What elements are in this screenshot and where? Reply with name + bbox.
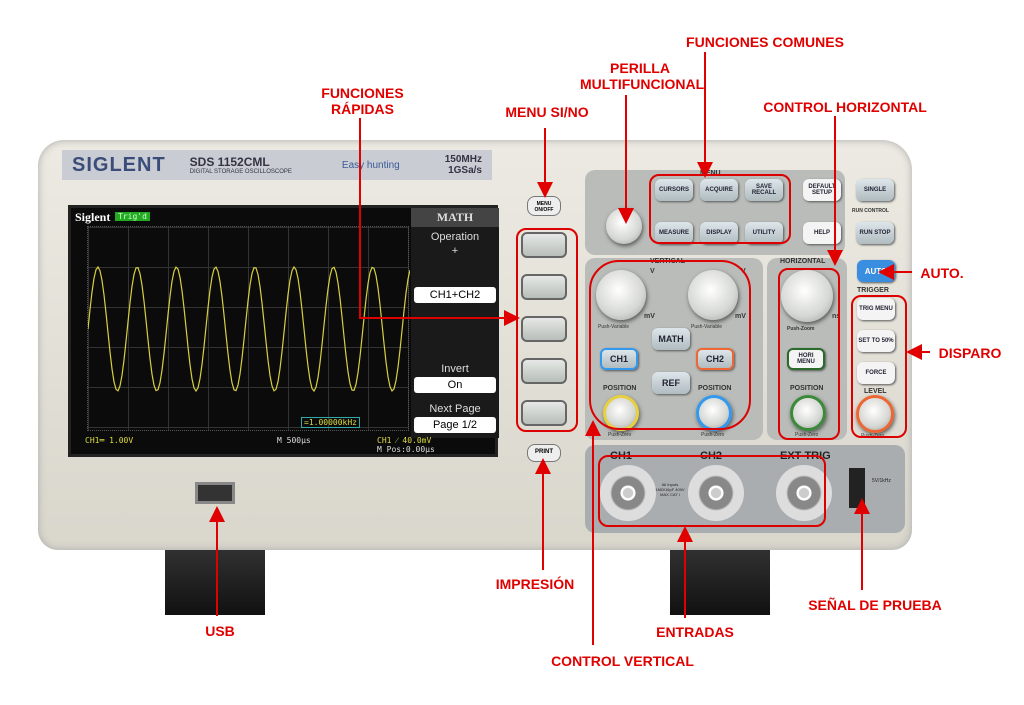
run-control-label: RUN CONTROL (852, 208, 889, 214)
label-impresion: IMPRESIÓN (495, 576, 575, 592)
invert-value[interactable]: On (414, 377, 496, 393)
ext-trig-bnc-connector[interactable] (776, 465, 832, 521)
measure-button[interactable]: MEASURE (655, 222, 693, 244)
arrow-funciones-rapidas (359, 118, 520, 326)
usb-port[interactable] (195, 482, 235, 504)
display-button[interactable]: DISPLAY (700, 222, 738, 244)
softkey-2[interactable] (521, 274, 567, 300)
invert-label: Invert (441, 363, 469, 375)
trigger-label: TRIGGER (857, 287, 889, 294)
softkey-1[interactable] (521, 232, 567, 258)
ch1-button[interactable]: CH1 (600, 348, 638, 370)
screen: Siglent Trig'd =1.00000kHz MATH Operatio… (68, 205, 499, 457)
trig-menu-button[interactable]: TRIG MENU (857, 298, 895, 320)
push-zoom-label: Push-Zoom (787, 326, 815, 332)
math-button[interactable]: MATH (652, 328, 690, 350)
math-menu: MATH Operation + CH1+CH2 Invert On Next … (411, 208, 499, 438)
label-funciones-comunes: FUNCIONES COMUNES (686, 34, 844, 50)
ch1-push-zero-label: Push-Zero (608, 432, 632, 438)
label-perilla: PERILLA MULTIFUNCIONAL (580, 60, 705, 92)
ch1-scale: CH1═ 1.00V (85, 436, 134, 445)
frequency-readout: =1.00000kHz (301, 417, 360, 428)
horizontal-push-zero-label: Push-Zero (795, 432, 819, 438)
siglent-logo: SIGLENT (72, 153, 166, 176)
bandwidth: 150MHz (444, 154, 482, 165)
help-button[interactable]: HELP (803, 222, 841, 244)
ch1-volts-mv-label: mV (644, 313, 655, 320)
label-control-horizontal: CONTROL HORIZONTAL (763, 99, 927, 115)
model: SDS 1152CML (189, 155, 270, 169)
run-stop-button[interactable]: RUN STOP (856, 222, 894, 244)
feature: Easy hunting (341, 159, 400, 171)
ch2-button[interactable]: CH2 (696, 348, 734, 370)
operation-label: Operation (430, 231, 480, 243)
softkey-5[interactable] (521, 400, 567, 426)
waveform-grid (87, 226, 411, 431)
ch1-position-label: POSITION (603, 385, 637, 392)
input-warning: All Inputs 1MΩ/16pF 400V MAX CAT I (655, 482, 685, 497)
softkey-4[interactable] (521, 358, 567, 384)
ch1-waveform (87, 265, 411, 393)
force-button[interactable]: FORCE (857, 362, 895, 384)
trigger-readout: CH1 ⁄ 40.0mV (377, 436, 432, 445)
utility-button[interactable]: UTILITY (745, 222, 783, 244)
ch1-push-variable-label: Push-Variable (598, 324, 630, 330)
horizontal-position-label: POSITION (790, 385, 824, 392)
source-value[interactable]: CH1+CH2 (414, 287, 496, 303)
left-foot (165, 545, 265, 615)
label-usb: USB (205, 623, 235, 639)
ch2-position-label: POSITION (698, 385, 732, 392)
operation-value[interactable]: + (451, 245, 459, 257)
softkey-3[interactable] (521, 316, 567, 342)
label-disparo: DISPARO (938, 345, 1002, 361)
trig-status: Trig'd (115, 212, 150, 221)
next-page-value[interactable]: Page 1/2 (414, 417, 496, 433)
label-senal-prueba: SEÑAL DE PRUEBA (808, 597, 942, 613)
timebase: M 500μs (277, 436, 311, 445)
timebase-ns-label: ns (832, 313, 841, 320)
ch1-volts-v-label: V (650, 268, 655, 275)
acquire-button[interactable]: ACQUIRE (700, 179, 738, 201)
probe-signal-label: 5V/1kHz (872, 478, 891, 484)
mpos: M Pos:0.00μs (377, 445, 435, 454)
set-50-button[interactable]: SET TO 50% (857, 330, 895, 352)
label-entradas: ENTRADAS (656, 624, 734, 640)
default-setup-button[interactable]: DEFAULT SETUP (803, 179, 841, 201)
timebase-knob[interactable] (781, 270, 833, 322)
menu-onoff-button[interactable]: MENU ON/OFF (527, 196, 561, 216)
horizontal-label: HORIZONTAL (780, 258, 826, 265)
menu-highlight (649, 174, 791, 244)
label-control-vertical: CONTROL VERTICAL (551, 653, 694, 669)
trigger-level-knob[interactable] (856, 395, 894, 433)
subtitle: DIGITAL STORAGE OSCILLOSCOPE (189, 169, 292, 175)
trigger-highlight (851, 295, 907, 438)
label-menu-sino: MENU SI/NO (505, 104, 589, 120)
horizontal-highlight (778, 268, 840, 440)
single-button[interactable]: SINGLE (856, 179, 894, 201)
level-label: LEVEL (864, 388, 887, 395)
right-foot (670, 545, 770, 615)
ch2-bnc-connector[interactable] (688, 465, 744, 521)
hori-menu-button[interactable]: HORI MENU (787, 348, 825, 370)
ch2-push-variable-label: Push-Variable (691, 324, 723, 330)
vertical-highlight (589, 260, 751, 430)
label-funciones-rapidas: FUNCIONES RÁPIDAS (321, 85, 404, 117)
sample-rate: 1GSa/s (448, 165, 482, 176)
next-page-label: Next Page (429, 403, 481, 415)
horizontal-position-knob[interactable] (790, 395, 826, 431)
cursors-button[interactable]: CURSORS (655, 179, 693, 201)
ch2-push-zero-label: Push-Zero (701, 432, 725, 438)
ch1-bnc-connector[interactable] (600, 465, 656, 521)
label-auto: AUTO. (920, 265, 964, 281)
softkeys-highlight (516, 228, 578, 432)
inputs-highlight (598, 455, 826, 527)
ref-button[interactable]: REF (652, 372, 690, 394)
ch2-volts-mv-label: mV (735, 313, 746, 320)
save-recall-button[interactable]: SAVE RECALL (745, 179, 783, 201)
screen-logo: Siglent (75, 210, 111, 224)
menu-title: MATH (411, 208, 499, 227)
